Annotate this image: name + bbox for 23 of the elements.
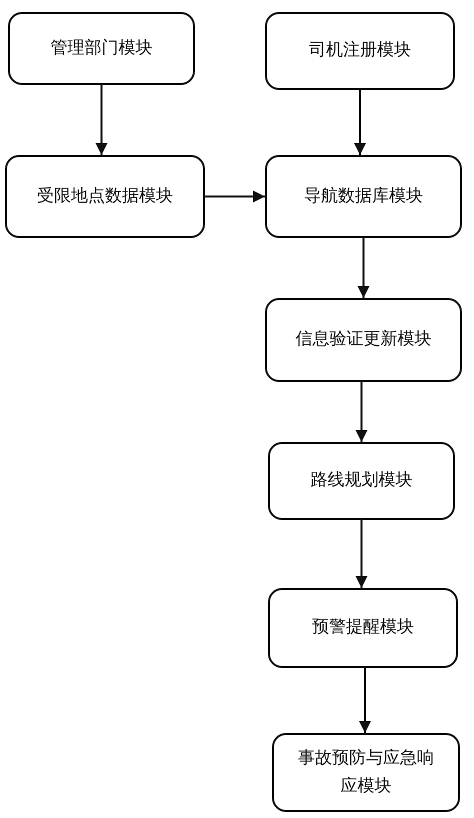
box-label: 路线规划模块: [310, 469, 412, 492]
box-label: 管理部门模块: [50, 36, 152, 60]
process-box: [265, 155, 462, 238]
process-box: [8, 12, 195, 85]
process-box: [268, 442, 455, 520]
arrow: [96, 85, 108, 155]
box-label: 司机注册模块: [309, 39, 411, 62]
box-label: 导航数据库模块: [304, 184, 423, 208]
process-box: [5, 155, 205, 238]
box-label: 预警提醒模块: [312, 616, 414, 640]
arrow: [356, 520, 368, 588]
box-label: 受限地点数据模块: [37, 184, 173, 208]
arrow: [205, 190, 265, 202]
box-label: 事故预防与应急响应模块: [297, 747, 435, 798]
arrow: [354, 90, 366, 155]
process-box: [265, 298, 462, 382]
arrow: [359, 668, 371, 733]
process-box: [272, 733, 460, 812]
arrow: [358, 238, 370, 298]
process-box: [268, 588, 458, 668]
box-label: 信息验证更新模块: [296, 328, 432, 352]
arrow: [356, 382, 368, 442]
process-box: [265, 12, 455, 90]
